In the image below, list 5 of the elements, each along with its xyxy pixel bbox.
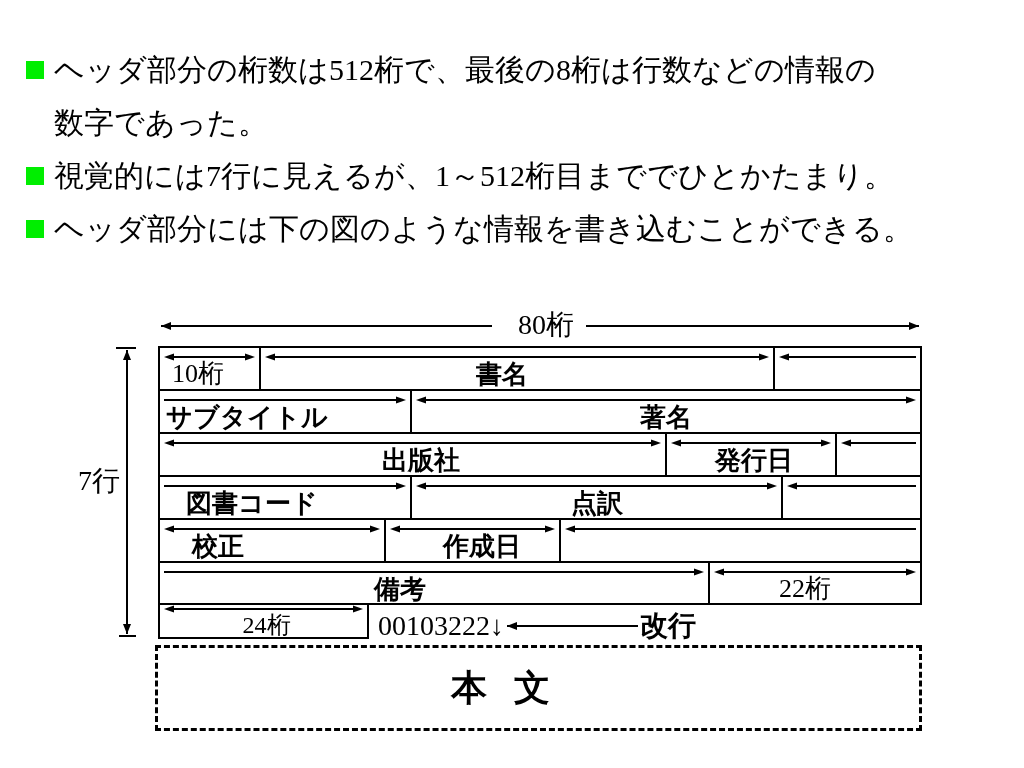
dimension-label: 80桁	[518, 309, 574, 341]
bullet-text: ヘッダ部分には下の図のような情報を書き込むことができる。	[54, 211, 914, 247]
bullet-text: 視覚的には7行に見えるが、1～512桁目まででひとかたまり。	[54, 158, 895, 194]
bullet-text: ヘッダ部分の桁数は512桁で、最後の8桁は行数などの情報の数字であった。	[54, 52, 876, 141]
dimension-label: 7行	[78, 465, 120, 497]
